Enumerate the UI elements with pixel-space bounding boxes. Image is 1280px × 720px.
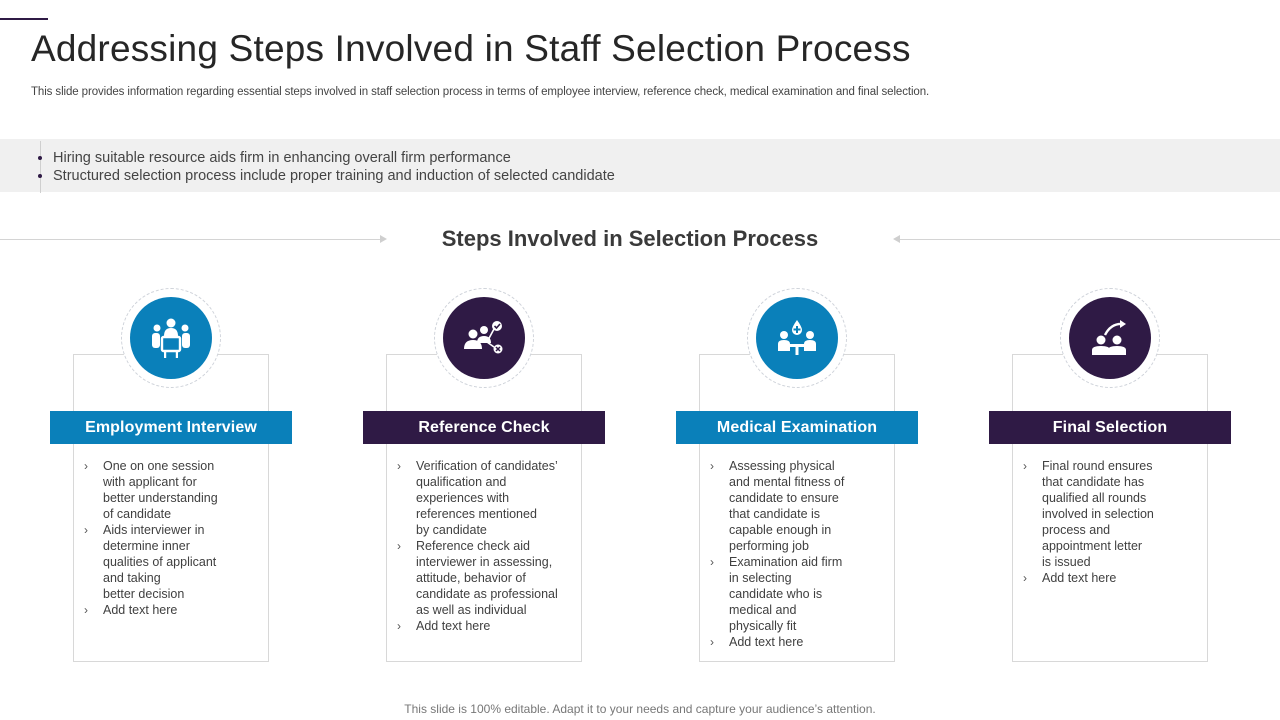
chevron-right-icon: › (710, 555, 714, 569)
chevron-right-icon: › (397, 459, 401, 473)
card-point: ›Final round ensures that candidate has … (1023, 459, 1154, 569)
title-accent-line (0, 18, 48, 20)
card-point: ›Add text here (710, 635, 804, 649)
card-point: ›Assessing physical and mental fitness o… (710, 459, 845, 553)
card-point: ›Add text here (397, 619, 491, 633)
card-point: ›Reference check aid interviewer in asse… (397, 539, 558, 617)
key-points-band: Hiring suitable resource aids firm in en… (0, 139, 1280, 193)
card-point: ›Verification of candidates’ qualificati… (397, 459, 558, 537)
card-points: ›Assessing physical and mental fitness o… (710, 458, 885, 650)
card-points: ›Final round ensures that candidate has … (1023, 458, 1198, 586)
final-selection-icon (1069, 297, 1151, 379)
bullet-dot-icon (38, 174, 42, 178)
section-header: Steps Involved in Selection Process (0, 226, 1280, 254)
step-card-medical-examination: Medical Examination ›Assessing physical … (676, 288, 918, 662)
card-title: Final Selection (989, 411, 1231, 444)
chevron-right-icon: › (710, 635, 714, 649)
footer-note: This slide is 100% editable. Adapt it to… (404, 702, 876, 716)
step-card-employment-interview: Employment Interview ›One on one session… (50, 288, 292, 662)
key-points-list: Hiring suitable resource aids firm in en… (36, 149, 615, 185)
chevron-right-icon: › (710, 459, 714, 473)
key-point: Structured selection process include pro… (36, 167, 615, 185)
chevron-right-icon: › (397, 539, 401, 553)
card-point: ›Aids interviewer in determine inner qua… (84, 523, 217, 601)
chevron-right-icon: › (84, 523, 88, 537)
left-arrow-icon (893, 235, 900, 243)
page-title: Addressing Steps Involved in Staff Selec… (31, 28, 911, 69)
card-point: ›One on one session with applicant for b… (84, 459, 218, 521)
reference-check-icon (443, 297, 525, 379)
page-subtitle: This slide provides information regardin… (31, 86, 930, 98)
chevron-right-icon: › (84, 603, 88, 617)
card-frame (73, 354, 269, 662)
card-point: ›Add text here (84, 603, 178, 617)
card-title: Medical Examination (676, 411, 918, 444)
key-points-divider (40, 141, 41, 193)
interview-icon (130, 297, 212, 379)
chevron-right-icon: › (84, 459, 88, 473)
chevron-right-icon: › (1023, 571, 1027, 585)
card-points: ›Verification of candidates’ qualificati… (397, 458, 572, 634)
chevron-right-icon: › (397, 619, 401, 633)
card-points: ›One on one session with applicant for b… (84, 458, 259, 618)
card-title: Employment Interview (50, 411, 292, 444)
chevron-right-icon: › (1023, 459, 1027, 473)
card-frame (386, 354, 582, 662)
bullet-dot-icon (38, 156, 42, 160)
step-card-reference-check: Reference Check ›Verification of candida… (363, 288, 605, 662)
card-frame (1012, 354, 1208, 662)
right-arrow-icon (380, 235, 387, 243)
section-title: Steps Involved in Selection Process (441, 226, 819, 251)
card-point: ›Add text here (1023, 571, 1117, 585)
key-point: Hiring suitable resource aids firm in en… (36, 149, 615, 167)
step-card-final-selection: Final Selection ›Final round ensures tha… (989, 288, 1231, 662)
card-point: ›Examination aid firm in selecting candi… (710, 555, 843, 633)
card-title: Reference Check (363, 411, 605, 444)
card-frame (699, 354, 895, 662)
right-connector-line (896, 239, 1280, 240)
medical-examination-icon (756, 297, 838, 379)
left-connector-line (0, 239, 385, 240)
